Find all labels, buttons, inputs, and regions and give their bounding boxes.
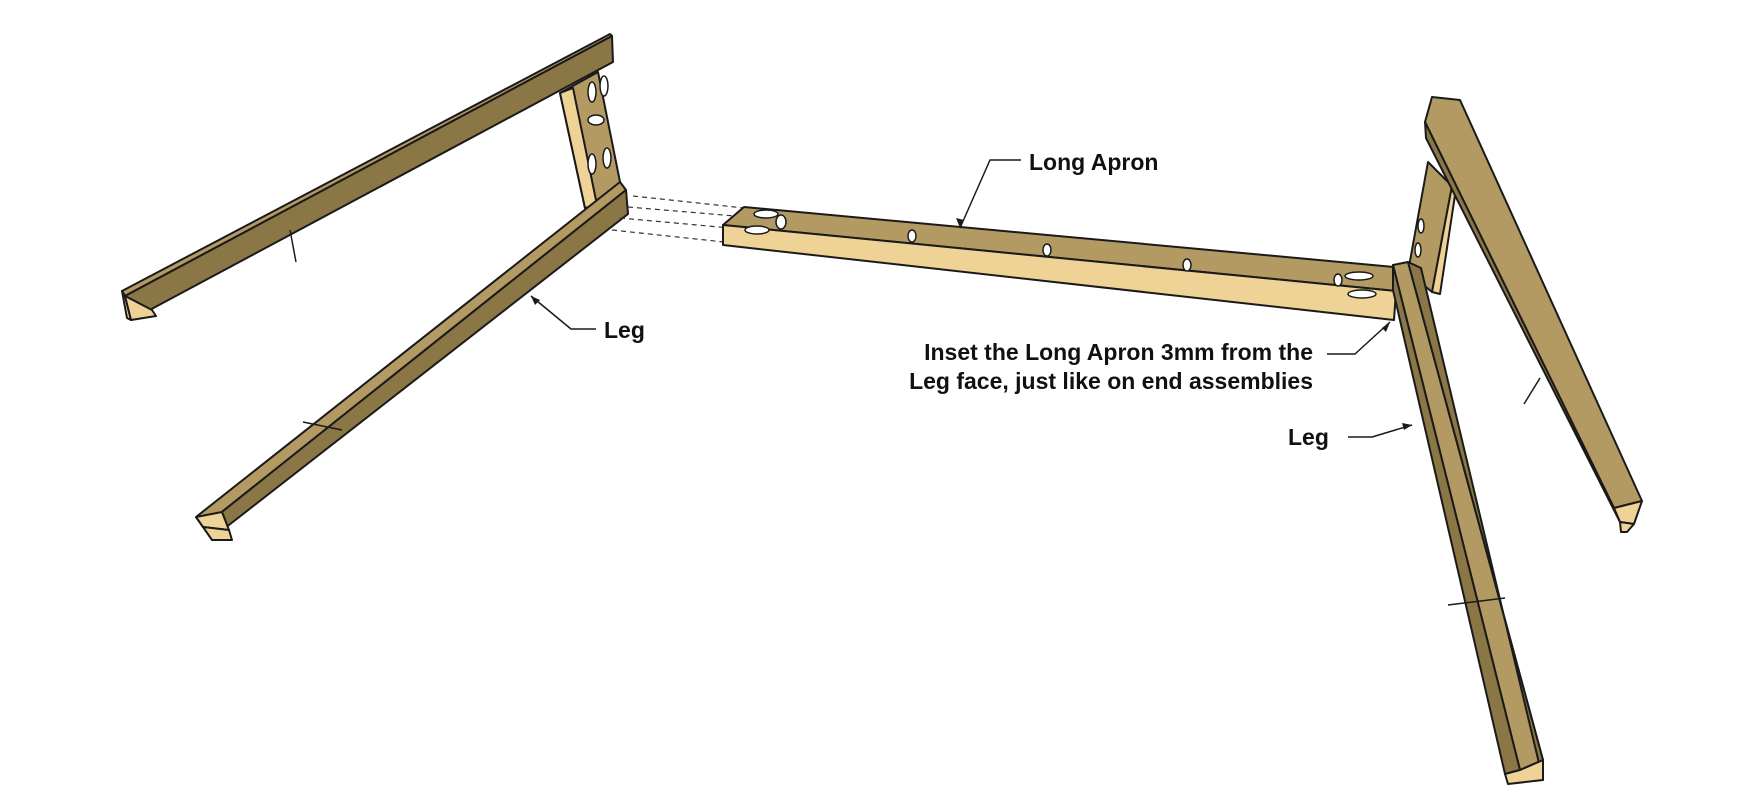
pocket-hole-icon bbox=[587, 75, 612, 175]
leader-lines bbox=[530, 159, 1413, 438]
long-apron bbox=[722, 206, 1397, 321]
leader-leg-left bbox=[530, 295, 596, 330]
inset-note-line-1: Inset the Long Apron 3mm from the bbox=[924, 339, 1313, 365]
long-apron-label: Long Apron bbox=[1029, 149, 1159, 175]
leader-long-apron bbox=[959, 159, 1021, 229]
pocket-hole-icon bbox=[744, 209, 1377, 299]
inset-note-line-2: Leg face, just like on end assemblies bbox=[909, 368, 1313, 394]
arrowhead-icon bbox=[1402, 423, 1412, 430]
inset-note: Inset the Long Apron 3mm from the Leg fa… bbox=[909, 338, 1313, 396]
leader-inset bbox=[1327, 321, 1391, 355]
left-front-leg bbox=[195, 181, 629, 541]
leader-leg-right bbox=[1348, 424, 1413, 438]
pocket-hole-icon bbox=[1414, 218, 1425, 258]
arrowhead-icon bbox=[956, 218, 964, 228]
arrowhead-icon bbox=[1382, 322, 1390, 332]
arrowhead-icon bbox=[531, 296, 540, 305]
leg-label-right: Leg bbox=[1288, 424, 1329, 450]
left-rear-leg bbox=[121, 33, 614, 321]
right-rear-leg bbox=[1424, 96, 1643, 533]
left-end-apron bbox=[559, 71, 623, 209]
right-front-leg bbox=[1392, 261, 1544, 785]
leg-label-left: Leg bbox=[604, 317, 645, 343]
alignment-guides bbox=[611, 195, 745, 243]
